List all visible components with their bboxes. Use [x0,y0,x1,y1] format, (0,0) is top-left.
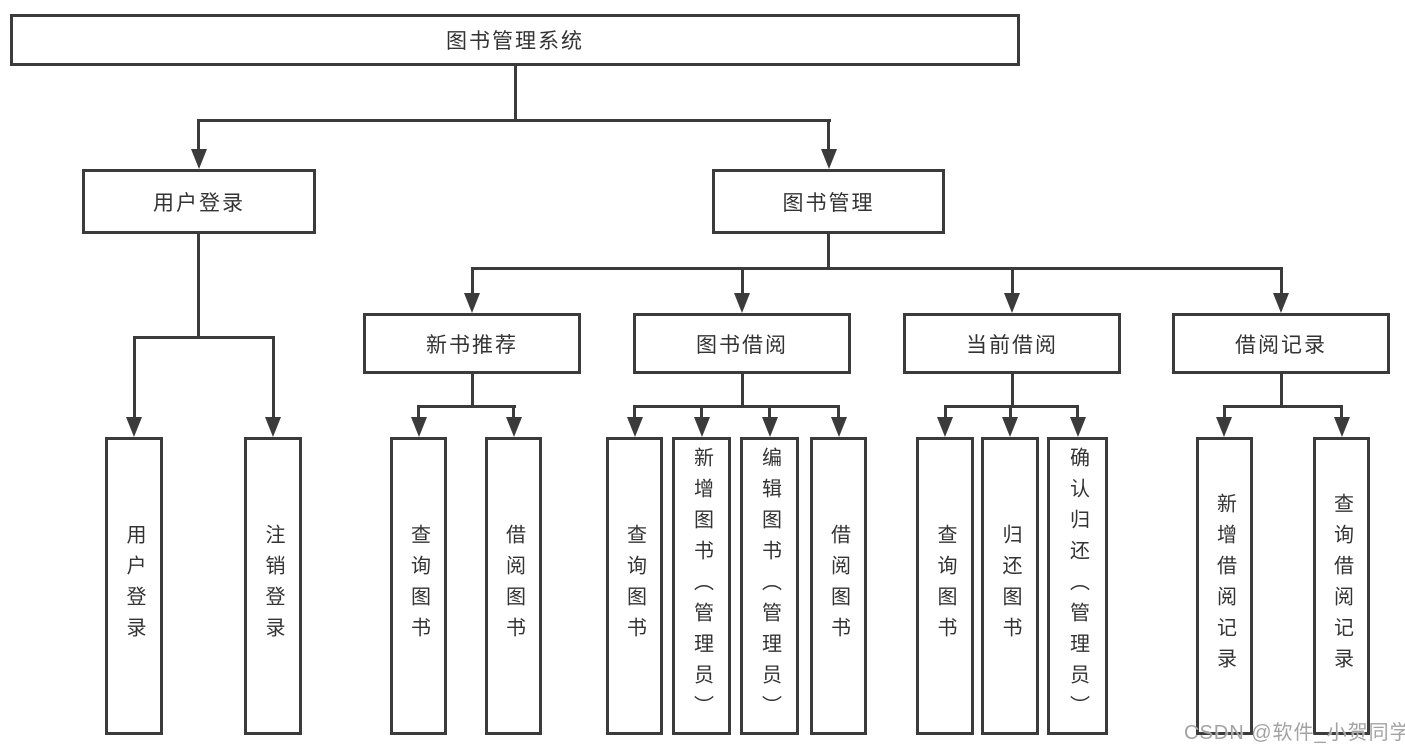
node-book-borrowing: 图书借阅 [633,313,851,374]
connector-line [1011,267,1014,293]
connector-line [827,234,830,270]
connector-line [700,405,703,417]
node-library-system: 图书管理系统 [10,14,1020,66]
arrow-down-icon [1002,417,1018,437]
node-new-book-recommend: 新书推荐 [363,313,581,374]
connector-line [633,405,840,408]
arrow-down-icon [694,417,710,437]
node-query-books-recommend: 查询图书 [390,437,447,735]
connector-line [133,336,275,339]
node-add-borrow-record: 新增借阅记录 [1196,437,1253,735]
node-user-login-leaf: 用户登录 [105,437,163,735]
arrow-down-icon [762,417,778,437]
node-return-book: 归还图书 [981,437,1039,735]
connector-line [471,267,474,293]
connector-line [1076,405,1079,417]
node-label: 新增图书（管理员） [690,446,713,726]
arrow-down-icon [1216,417,1232,437]
connector-line [1223,405,1226,417]
arrow-down-icon [821,149,837,169]
node-label: 新增借阅记录 [1213,493,1236,679]
connector-line [1340,405,1343,417]
connector-line [827,119,830,150]
connector-line [741,267,744,293]
connector-line [1009,405,1012,417]
connector-line [1223,405,1343,408]
node-current-borrowing: 当前借阅 [903,313,1121,374]
connector-line [197,119,831,122]
arrow-down-icon [464,293,480,313]
arrow-down-icon [1334,417,1350,437]
connector-line [272,336,275,417]
connector-line [197,234,200,336]
connector-line [1011,374,1014,408]
node-user-login: 用户登录 [82,169,316,234]
arrow-down-icon [265,417,281,437]
arrow-down-icon [1070,417,1086,437]
connector-line [417,405,516,408]
node-borrowing-records: 借阅记录 [1172,313,1390,374]
node-query-books-borrow: 查询图书 [606,437,663,735]
connector-line [633,405,636,417]
node-label: 用户登录 [123,524,145,648]
node-label: 借阅图书 [502,524,525,648]
node-borrow-book: 借阅图书 [810,437,867,735]
connector-line [1280,374,1283,408]
node-borrow-book-recommend: 借阅图书 [485,437,542,735]
node-label: 查询图书 [623,524,646,648]
arrow-down-icon [937,417,953,437]
node-label: 确认归还（管理员） [1066,446,1089,726]
csdn-watermark: CSDN @软件_小贺同学 [1184,722,1405,744]
arrow-down-icon [831,417,847,437]
arrow-down-icon [734,293,750,313]
connector-line [944,405,947,417]
node-confirm-return-admin: 确认归还（管理员） [1047,437,1108,735]
node-query-books-current: 查询图书 [916,437,974,735]
connector-line [417,405,420,417]
node-label: 查询图书 [407,524,430,648]
connector-line [471,267,1282,270]
node-label: 查询图书 [934,524,956,648]
arrow-down-icon [1273,293,1289,313]
arrow-down-icon [506,417,522,437]
node-add-book-admin: 新增图书（管理员） [672,437,731,735]
node-logout: 注销登录 [244,437,302,735]
arrow-down-icon [126,417,142,437]
node-edit-book-admin: 编辑图书（管理员） [740,437,799,735]
node-label: 编辑图书（管理员） [758,446,781,726]
connector-line [514,66,517,119]
node-label: 借阅图书 [827,524,850,648]
connector-line [741,374,744,408]
node-label: 查询借阅记录 [1330,493,1353,679]
connector-line [1280,267,1283,293]
node-book-management: 图书管理 [712,169,945,234]
arrow-down-icon [1004,293,1020,313]
node-label: 注销登录 [262,524,284,648]
arrow-down-icon [627,417,643,437]
connector-line [197,119,200,150]
arrow-down-icon [411,417,427,437]
connector-line [768,405,771,417]
node-label: 归还图书 [999,524,1021,648]
connector-line [512,405,515,417]
connector-line [471,374,474,408]
arrow-down-icon [191,149,207,169]
connector-line [133,336,136,417]
node-query-borrow-record: 查询借阅记录 [1313,437,1370,735]
connector-line [837,405,840,417]
